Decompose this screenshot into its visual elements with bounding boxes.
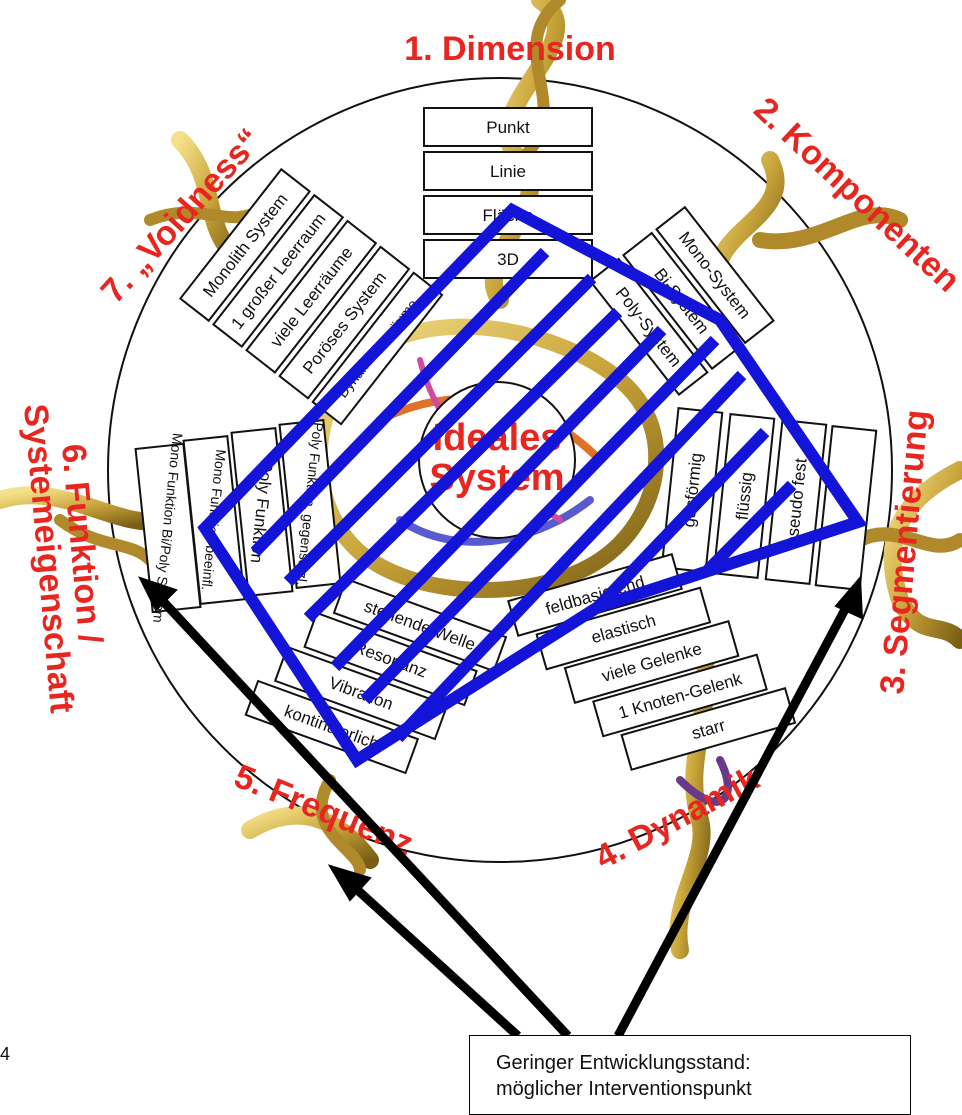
callout-line-1: Geringer Entwicklungsstand: bbox=[496, 1052, 751, 1074]
d1-box: Punkt bbox=[423, 107, 593, 147]
hatch-line bbox=[250, 247, 550, 557]
arrow-to-dimension-6 bbox=[138, 576, 572, 1040]
arrow-to-dimension-3 bbox=[614, 575, 864, 1039]
arrow-to-dimension-5 bbox=[327, 864, 522, 1040]
hatch-line bbox=[393, 370, 747, 743]
helix-bottom-left bbox=[241, 774, 379, 876]
dimension-4-boxes: feldbasierend elastisch viele Gelenke 1 … bbox=[507, 553, 797, 771]
d1-box: 3D bbox=[423, 239, 593, 279]
page-number: 4 bbox=[0, 1044, 11, 1064]
d4-box: elastisch bbox=[535, 586, 712, 671]
hatch-line bbox=[330, 325, 667, 672]
inner-circle bbox=[418, 381, 576, 539]
hatch-outline bbox=[197, 202, 868, 769]
svg-text:Punkt: Punkt bbox=[486, 118, 530, 137]
callout-line-2: möglicher Interventionspunkt bbox=[496, 1078, 752, 1100]
hatch-line bbox=[283, 273, 597, 587]
hatched-region bbox=[197, 202, 868, 769]
d3-box: flüssig bbox=[712, 413, 776, 579]
title-dimension-1: 1. Dimension bbox=[404, 30, 616, 68]
callout-box: Geringer Entwicklungsstand: möglicher In… bbox=[469, 1035, 911, 1115]
hatch-line bbox=[593, 427, 770, 612]
dimension-1-boxes: Punkt Linie Fläche 3D bbox=[423, 107, 593, 279]
svg-text:Linie: Linie bbox=[490, 162, 526, 181]
hatch-line bbox=[360, 335, 720, 705]
svg-text:3D: 3D bbox=[497, 250, 519, 269]
hatch-line bbox=[303, 307, 623, 623]
d1-box: Linie bbox=[423, 151, 593, 191]
helix-right bbox=[853, 461, 962, 649]
svg-text:flüssig: flüssig bbox=[733, 471, 757, 521]
dimension-6-boxes: Mono Funktion Bi/Poly System Mono Funkti… bbox=[134, 419, 342, 624]
hatch-line bbox=[703, 480, 797, 575]
callout-arrows bbox=[138, 575, 864, 1040]
